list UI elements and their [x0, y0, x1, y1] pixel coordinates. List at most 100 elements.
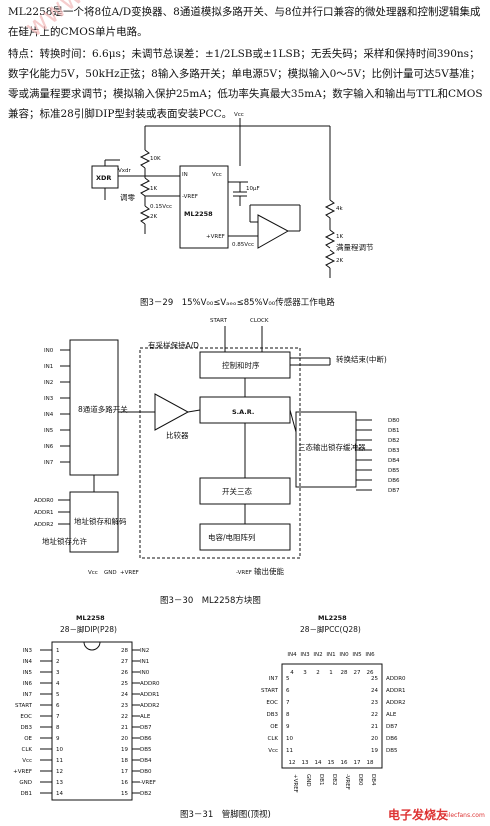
r2k-b-label: 2K — [336, 258, 343, 264]
pcc-left-0: IN7 — [269, 676, 279, 682]
pcc-top-3: IN1 — [326, 652, 335, 658]
dip-pin-24: ADDR1 — [140, 692, 160, 698]
dip-pin-num-14: 14 — [56, 791, 63, 797]
pcc-top-num-2: 2 — [316, 670, 320, 676]
sh-adc-outline — [139, 347, 301, 559]
dip-pin-5: IN7 — [23, 692, 33, 698]
dip-pin-num-12: 12 — [56, 769, 63, 775]
dip-pin-27: IN1 — [140, 659, 149, 665]
dip-pin-num-27: 27 — [121, 659, 128, 665]
dip-pin-num-7: 7 — [56, 714, 60, 720]
pcc-top-2: IN2 — [313, 652, 322, 658]
dip-pin-num-25: 25 — [121, 681, 128, 687]
input-in5: IN5 — [44, 428, 54, 434]
v085-label: 0.85Vcc — [232, 242, 254, 248]
pcc-top-6: IN6 — [365, 652, 375, 658]
cap-label: 10μF — [246, 186, 260, 192]
dip-pin-num-28: 28 — [121, 648, 128, 654]
pcc-right-0: ADDR0 — [386, 676, 406, 682]
pcc-top-num-0: 4 — [290, 670, 294, 676]
pcc-bottom-num-2: 14 — [315, 760, 322, 766]
pcc-top-4: IN0 — [339, 652, 349, 658]
pcc-left-num-5: 10 — [286, 736, 293, 742]
dip-pin-12: +VREF — [13, 769, 32, 775]
dip-pin-num-17: 17 — [121, 769, 128, 775]
dip-pin-17: DB0 — [140, 769, 152, 775]
pcc-left-2: EOC — [266, 700, 278, 706]
features-paragraph: 特点：转换时间：6.6μs；未调节总误差：±1/2LSB或±1LSB；无丢失码；… — [8, 48, 483, 120]
dip-pin-3: IN5 — [23, 670, 33, 676]
dip-pin-num-8: 8 — [56, 725, 60, 731]
pcc-bottom-5: DB0 — [357, 774, 363, 786]
v015-label: 0.15Vcc — [150, 204, 172, 210]
pcc-right-num-5: 20 — [371, 736, 378, 742]
pcc-bottom-num-4: 16 — [341, 760, 348, 766]
pcc-bottom-num-3: 15 — [328, 760, 335, 766]
dip-pin-14: DB1 — [20, 791, 32, 797]
figure-3-29-caption: 图3－29 15%V₀₀≤Vₐₑₒ≤85%V₀₀传感器工作电路 — [140, 298, 335, 308]
xdr-label: XDR — [96, 174, 111, 182]
opamp — [257, 214, 290, 249]
pcc-bottom-3: DB2 — [331, 774, 337, 786]
sar-label: S.A.R. — [232, 408, 254, 416]
dip-pin-num-10: 10 — [56, 747, 63, 753]
vref-neg-label: -VREF — [182, 194, 198, 200]
r1k-b-label: 1K — [336, 234, 343, 240]
in-pin-label: IN — [182, 172, 188, 178]
pcc-bottom-2: DB1 — [318, 774, 324, 786]
ml2258-chip — [179, 165, 229, 249]
output-db1: DB1 — [388, 428, 400, 434]
clock-label: CLOCK — [250, 318, 269, 324]
pcc-top-0: IN4 — [287, 652, 297, 658]
pcc-right-num-6: 19 — [371, 748, 378, 754]
vxdr-label: Vxdr — [118, 168, 132, 174]
output-db0: DB0 — [388, 418, 400, 424]
addr-addr0: ADDR0 — [34, 498, 54, 504]
dip-package — [51, 641, 133, 801]
dip-pin-num-20: 20 — [121, 736, 128, 742]
output-db3: DB3 — [388, 448, 400, 454]
input-in0: IN0 — [44, 348, 54, 354]
tristate-label: 三态输出锁存缓冲器 — [298, 442, 366, 452]
pcc-left-1: START — [261, 688, 279, 694]
dip-pin-num-19: 19 — [121, 747, 128, 753]
dip-pin-9: OE — [24, 736, 32, 742]
vcc-pin-label: Vcc — [212, 172, 222, 178]
pcc-bottom-4: -VREF — [344, 774, 350, 790]
dip-pin-num-4: 4 — [56, 681, 60, 687]
dip-pin-21: DB7 — [140, 725, 152, 731]
site-logo-url: elecfans.com — [445, 812, 485, 819]
pcc-right-1: ADDR1 — [386, 688, 406, 694]
input-in2: IN2 — [44, 380, 53, 386]
eoc-label: 转换结束(中断) — [336, 354, 387, 364]
pcc-subtitle: 28－脚PCC(Q28) — [300, 624, 361, 634]
dip-pin-23: ADDR2 — [140, 703, 160, 709]
pcc-right-2: ADDR2 — [386, 700, 406, 706]
dip-pin-2: IN4 — [23, 659, 33, 665]
latch-label: 地址锁存和解码 — [74, 516, 127, 526]
pcc-left-5: CLK — [267, 736, 278, 742]
pcc-package — [281, 663, 383, 769]
pcc-right-num-2: 23 — [371, 700, 378, 706]
dip-pin-num-26: 26 — [121, 670, 128, 676]
dip-pin-num-18: 18 — [121, 758, 128, 764]
pcc-left-num-4: 9 — [286, 724, 290, 730]
addr-addr2: ADDR2 — [34, 522, 54, 528]
dip-pin-7: EOC — [20, 714, 32, 720]
vcc-label: Vcc — [88, 570, 98, 576]
dip-pin-num-11: 11 — [56, 758, 63, 764]
vcc-label: Vcc — [234, 112, 244, 118]
vref-neg-label: -VREF — [236, 570, 252, 576]
dip-pin-10: CLK — [21, 747, 32, 753]
figure-3-30-caption: 图3－30 ML2258方块图 — [160, 596, 261, 606]
pcc-left-3: DB3 — [266, 712, 278, 718]
pcc-top-1: IN3 — [300, 652, 310, 658]
gnd-label: GND — [104, 570, 117, 576]
pcc-right-6: DB5 — [386, 748, 398, 754]
dip-pin-num-13: 13 — [56, 780, 63, 786]
sh-adc-label: 有采样保持A/D — [148, 340, 199, 350]
dip-pin-num-5: 5 — [56, 692, 60, 698]
output-db7: DB7 — [388, 488, 400, 494]
pcc-bottom-6: DB4 — [370, 774, 376, 786]
dip-pin-20: DB6 — [140, 736, 152, 742]
